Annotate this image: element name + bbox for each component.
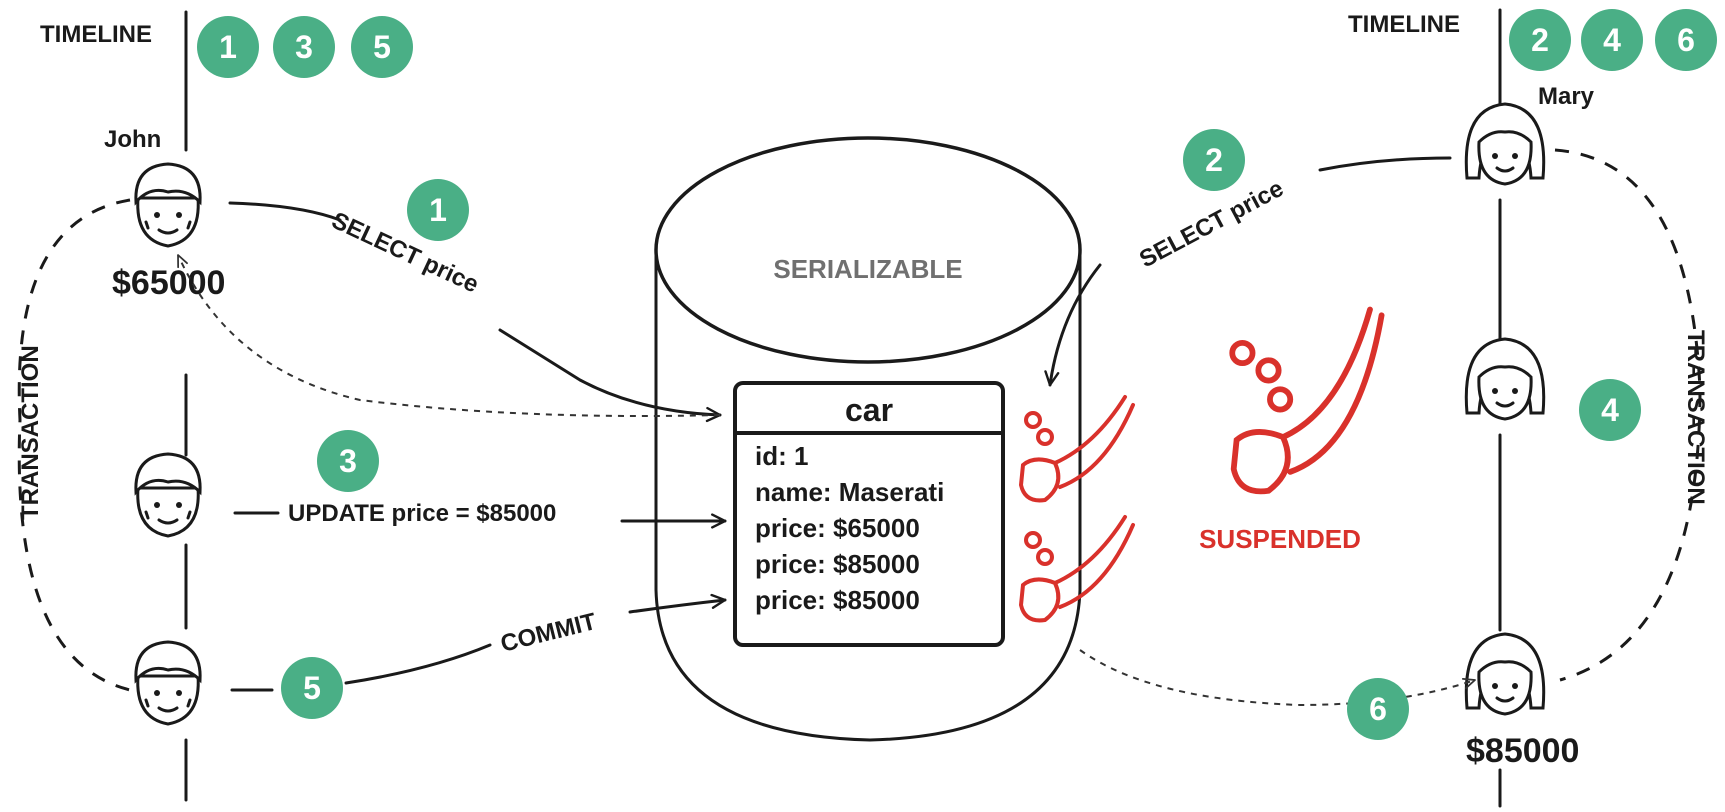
table-row: id: 1 [755, 441, 808, 471]
commit-arrow [344, 600, 725, 685]
mary-avatar [1464, 102, 1546, 186]
timeline-step-badge: 1 [197, 16, 259, 78]
suspended-label: SUSPENDED [1199, 524, 1361, 554]
table-row: price: $65000 [755, 513, 920, 543]
car-table: car id: 1 name: Maserati price: $65000 p… [733, 381, 1005, 647]
badge-number: 3 [339, 443, 357, 479]
badge-circle [1655, 9, 1717, 71]
timeline-label: TIMELINE [40, 21, 152, 48]
badge-circle [407, 179, 469, 241]
isolation-level: SERIALIZABLE [773, 254, 962, 284]
badge-circle [1509, 9, 1571, 71]
badge-circle [1347, 678, 1409, 740]
read-value: $65000 [112, 264, 225, 302]
step-5-badge: 5 [281, 657, 343, 719]
john-avatar [134, 452, 202, 538]
badge-circle [281, 657, 343, 719]
timeline-step-badge: 6 [1655, 9, 1717, 71]
badge-number: 3 [295, 29, 313, 65]
badge-circle [1579, 379, 1641, 441]
badge-circle [317, 430, 379, 492]
step-3-label: UPDATE price = $85000 [288, 500, 556, 527]
timeline-step-badge: 4 [1581, 9, 1643, 71]
badge-circle [273, 16, 335, 78]
badge-number: 1 [429, 192, 447, 228]
transaction-label: TRANSACTION [17, 345, 44, 520]
cylinder-top [654, 136, 1082, 364]
badge-circle [197, 16, 259, 78]
john-avatar [134, 640, 202, 726]
table-row-uncommitted: price: $85000 [755, 549, 920, 579]
timeline-step-badge: 3 [273, 16, 335, 78]
step-6-badge: 6 [1347, 678, 1409, 740]
transaction-bracket [17, 198, 131, 692]
badge-number: 2 [1205, 142, 1223, 178]
table-box [733, 381, 1005, 647]
mary-avatar [1464, 632, 1546, 716]
badge-number: 4 [1603, 22, 1621, 58]
step-1-badge: 1 [407, 179, 469, 241]
mary-avatar [1464, 337, 1546, 421]
pipe-icon [1018, 395, 1135, 503]
badge-circle [1183, 129, 1245, 191]
actor-name: John [104, 126, 161, 153]
actor-name: Mary [1538, 83, 1595, 110]
read-return-arrow [177, 254, 721, 417]
badge-circle [1581, 9, 1643, 71]
table-row: price: $85000 [755, 585, 920, 615]
badge-number: 6 [1369, 691, 1387, 727]
badge-number: 1 [219, 29, 237, 65]
timeline-label: TIMELINE [1348, 11, 1460, 38]
pipe-icon [1229, 306, 1385, 495]
timeline-step-badge: 2 [1509, 9, 1571, 71]
transaction-bracket [1554, 148, 1702, 682]
transaction-label: TRANSACTION [1682, 330, 1709, 505]
select-arrow-2 [1050, 156, 1452, 385]
badge-number: 5 [303, 670, 321, 706]
pipe-icon [1018, 515, 1135, 623]
step-5-label: COMMIT [498, 608, 599, 658]
step-4-badge: 4 [1579, 379, 1641, 441]
john-avatar [134, 162, 202, 248]
resume-arrow [1079, 649, 1476, 707]
badge-number: 4 [1601, 392, 1619, 428]
badge-number: 6 [1677, 22, 1695, 58]
badge-number: 5 [373, 29, 391, 65]
database-cylinder: SERIALIZABLE [654, 136, 1082, 742]
timeline-step-badge: 5 [351, 16, 413, 78]
badge-number: 2 [1531, 22, 1549, 58]
table-row: name: Maserati [755, 477, 944, 507]
select-arrow-1 [228, 201, 720, 415]
step-3-badge: 3 [317, 430, 379, 492]
step-2-badge: 2 [1183, 129, 1245, 191]
right-timeline: TIMELINE 2 4 6 Mary [1348, 8, 1717, 808]
table-name: car [845, 392, 893, 428]
left-timeline: TIMELINE 1 3 5 John $65000 [17, 10, 413, 802]
badge-circle [351, 16, 413, 78]
read-value: $85000 [1466, 732, 1579, 770]
